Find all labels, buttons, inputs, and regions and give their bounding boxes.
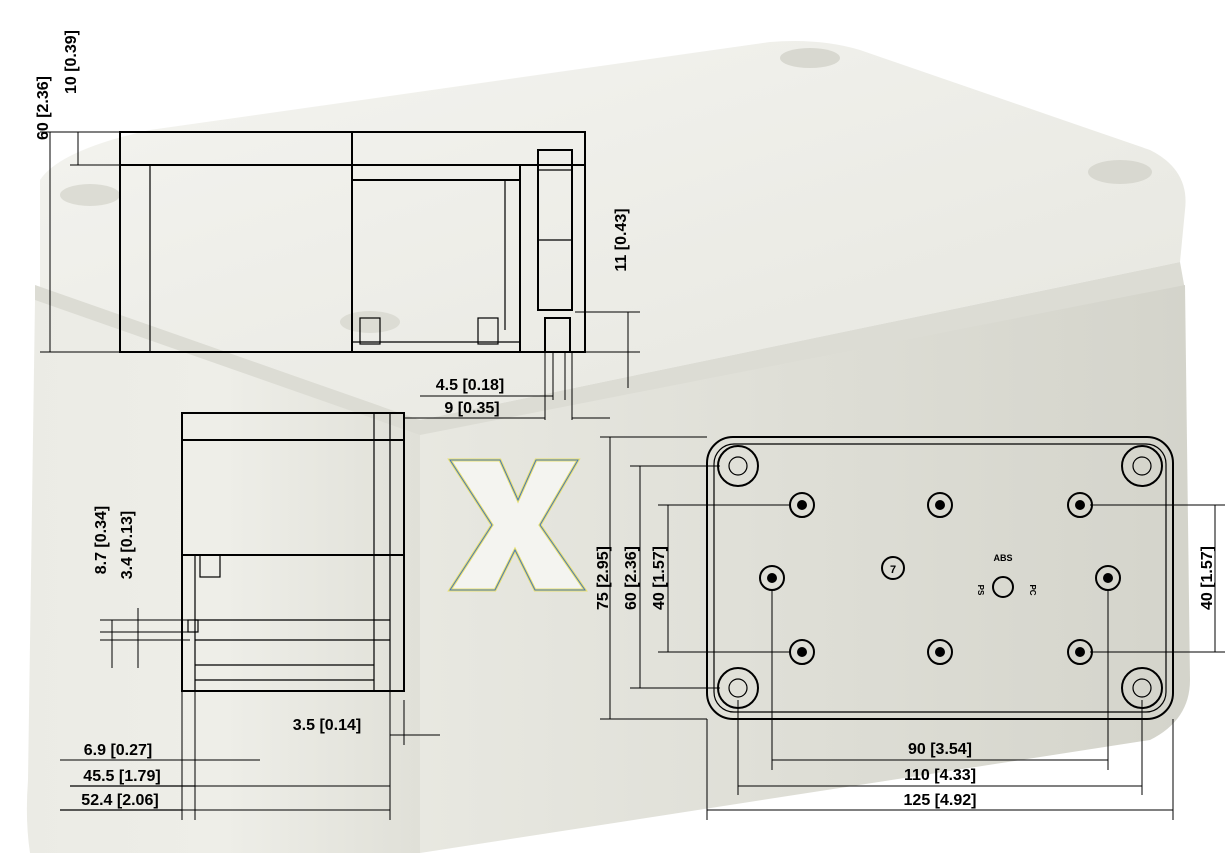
side-section-view [119, 131, 586, 353]
dim-end-upper: 8.7 [0.34] [93, 506, 110, 574]
dim-side-screw-height: 11 [0.43] [613, 208, 630, 271]
material-mark-abs: ABS [993, 553, 1012, 563]
lid-screw-recess [780, 48, 840, 68]
lid-screw-recess [60, 184, 120, 206]
body-front [26, 300, 420, 853]
lid-edge [35, 262, 1185, 440]
recycle-icon [881, 556, 905, 580]
material-mark-ps: PS [976, 585, 985, 596]
dim-end-wall: 3.5 [0.14] [293, 717, 361, 734]
lid-top [40, 41, 1186, 420]
dim-top-125: 125 [4.92] [904, 792, 977, 809]
dim-top-40-left: 40 [1.57] [651, 546, 668, 610]
dim-end-lower: 3.4 [0.13] [119, 511, 136, 579]
dim-end-b: 45.5 [1.79] [83, 768, 160, 785]
dim-top-60: 60 [2.36] [623, 546, 640, 610]
dim-top-110: 110 [4.33] [904, 767, 976, 784]
body-side [420, 285, 1190, 853]
date-wheel-icon [992, 576, 1014, 598]
end-section-view [181, 412, 405, 692]
x-logo-mark [447, 458, 588, 592]
dimension-lines [40, 131, 1225, 820]
top-view: 7 ABS PS PC [706, 436, 1174, 720]
dim-top-40-right: 40 [1.57] [1199, 546, 1216, 610]
dim-side-lid-height: 10 [0.39] [63, 30, 80, 94]
dim-top-90: 90 [3.54] [908, 741, 972, 758]
dim-end-a: 6.9 [0.27] [84, 742, 152, 759]
recycle-code: 7 [890, 564, 896, 576]
dim-end-c: 52.4 [2.06] [81, 792, 158, 809]
material-mark-pc: PC [1028, 584, 1037, 595]
dim-top-75: 75 [2.95] [595, 546, 612, 610]
lid-screw-recess [340, 311, 400, 333]
lid-screw-recess [1088, 160, 1152, 184]
enclosure-photo [26, 41, 1190, 853]
dim-screw-large: 9 [0.35] [444, 400, 499, 417]
dim-screw-small: 4.5 [0.18] [436, 377, 504, 394]
dimension-labels: 60 [2.36] 10 [0.39] 11 [0.43] 4.5 [0.18]… [35, 30, 1216, 809]
dim-side-total-height: 60 [2.36] [35, 76, 52, 140]
mounting-boss [759, 492, 1121, 665]
